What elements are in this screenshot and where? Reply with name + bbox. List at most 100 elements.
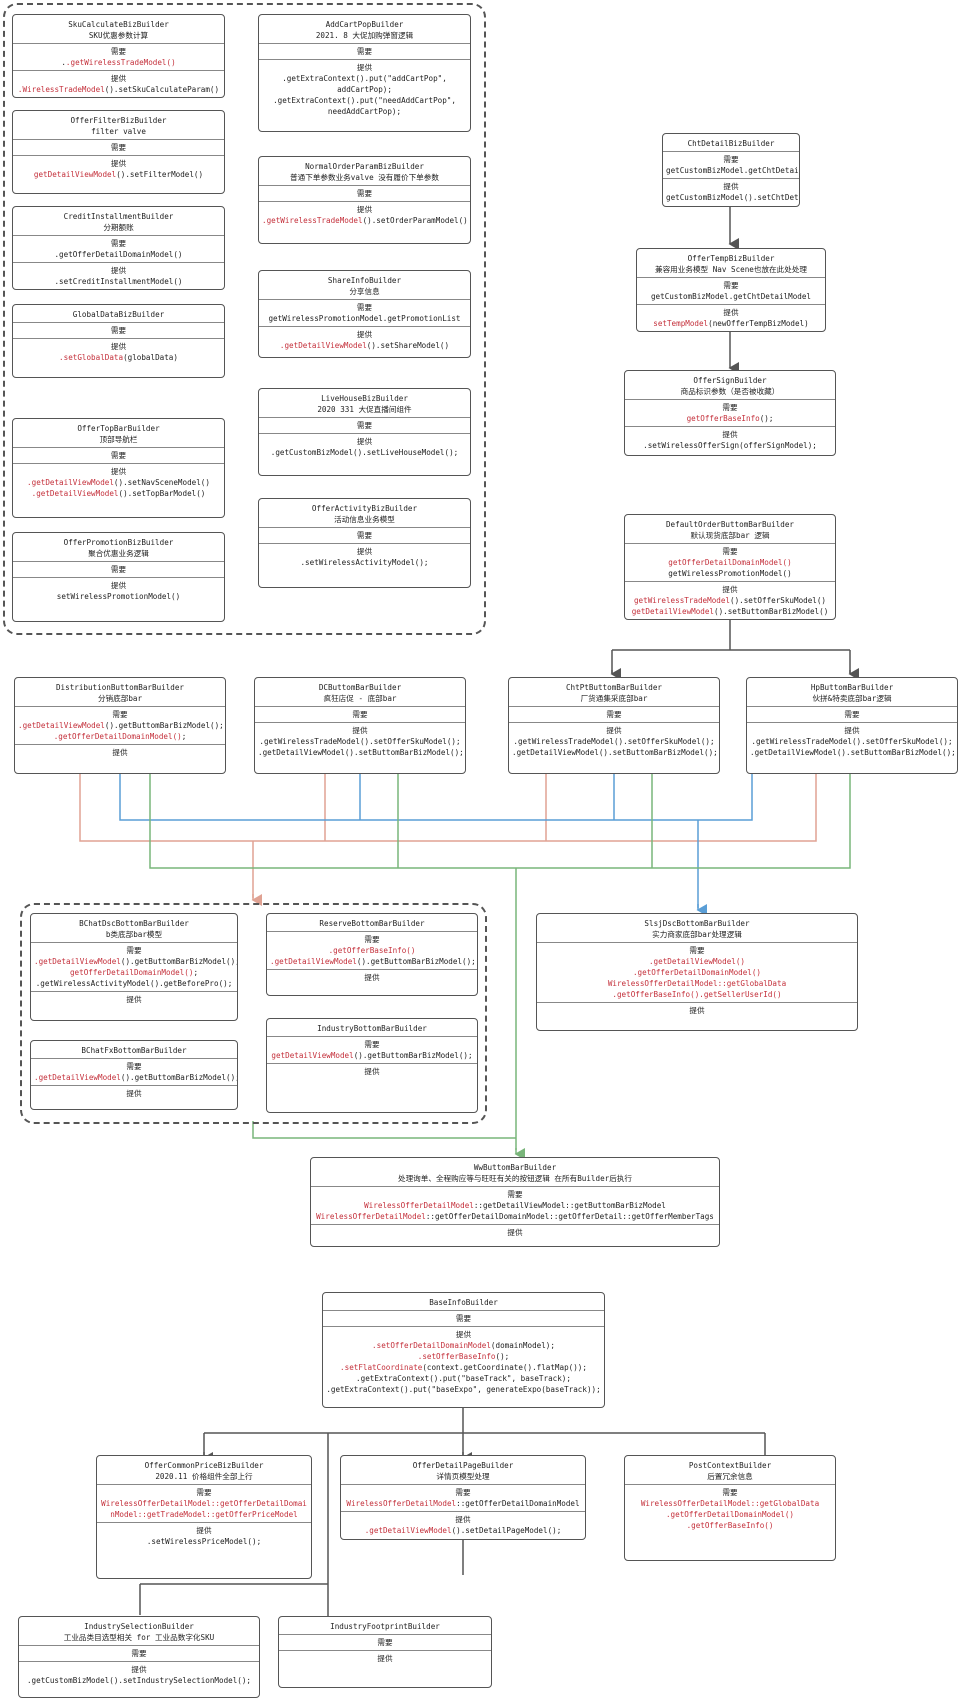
highlighted-method: getOfferDetailDomainModel(): [69, 968, 194, 977]
line-text: .getExtraContext().put("baseTrack", base…: [356, 1374, 571, 1383]
line-text: PostContextBuilder: [688, 1461, 772, 1470]
provides-section: 提供.setGlobalData(globalData): [13, 338, 224, 365]
line-text: 需要: [722, 1488, 738, 1497]
line-text: ::getOfferDetailDomainModel: [456, 1499, 580, 1508]
line-text: .getWirelessTradeModel().setOfferSkuMode…: [513, 737, 715, 746]
line-text: 需要: [507, 1190, 523, 1199]
line-text: 提供: [126, 1089, 142, 1098]
diagram-line: .setWirelessActivityModel();: [262, 557, 467, 568]
builder-name: SkuCalculateBizBuilder: [16, 19, 221, 30]
diagram-line: 提供: [628, 584, 832, 595]
line-text: 需要: [110, 451, 127, 460]
line-text: .getDetailViewModel().setButtomBarBizMod…: [750, 748, 956, 757]
line-text: .getExtraContext().put("addCartPop",: [282, 74, 447, 83]
line-text: 分销底部bar: [97, 694, 143, 703]
diagram-line: 提供: [262, 436, 467, 447]
diagram-line: 需要: [262, 420, 467, 431]
diagram-line: 需要: [16, 46, 221, 57]
provides-section: 提供.getWirelessTradeModel().setOfferSkuMo…: [255, 722, 465, 760]
line-text: 需要: [126, 946, 142, 955]
line-text: 实力商家底部bar处理逻辑: [652, 930, 742, 939]
builder-name: NormalOrderParamBizBuilder: [262, 161, 467, 172]
line-text: (context.getCoordinate().flatMap());: [422, 1363, 587, 1372]
requires-section: 需要: [13, 561, 224, 577]
line-text: 提供: [110, 467, 127, 476]
builder-name: OfferTempBizBuilder: [640, 253, 822, 264]
builder-title-section: ReserveBottomBarBuilder: [267, 914, 477, 931]
line-text: (newOfferTempBizModel): [708, 319, 809, 328]
diagram-line: .getWirelessTradeModel().setOfferSkuMode…: [750, 736, 954, 747]
line-text: 2020.11 价格组件全部上行: [155, 1472, 253, 1481]
highlighted-method: WirelessOfferDetailModel: [316, 1212, 426, 1221]
diagram-line: 提供: [750, 725, 954, 736]
diagram-line: 分销底部bar: [18, 693, 222, 704]
diagram-line: 需要: [16, 238, 221, 249]
diagram-line: .setOfferDetailDomainModel(domainModel);: [326, 1340, 601, 1351]
diagram-line: 提供: [512, 725, 716, 736]
diagram-line: 需要: [314, 1189, 716, 1200]
diagram-line: .getOfferDetailDomainModel(): [540, 967, 854, 978]
diagram-line: 需要: [628, 402, 832, 413]
provides-section: 提供: [31, 1085, 237, 1101]
line-text: 详情页模型处理: [436, 1472, 490, 1481]
diagram-line: 分期额账: [16, 222, 221, 233]
line-text: 疯狂店促 - 底部bar: [323, 694, 397, 703]
requires-section: 需要.getOfferBaseInfo().getDetailViewModel…: [267, 931, 477, 969]
diagram-line: 需要: [282, 1637, 488, 1648]
line-text: .: [61, 58, 66, 67]
line-text: getCustomBizModel.getChtDetailModel: [650, 292, 811, 301]
diagram-line: 工业品类目选型相关 for 工业品数字化SKU: [22, 1632, 256, 1643]
line-text: CreditInstallmentBuilder: [63, 212, 174, 221]
line-text: SkuCalculateBizBuilder: [68, 20, 169, 29]
line-text: 需要: [606, 710, 622, 719]
builder-title-section: ChtDetailBizBuilder: [663, 134, 799, 151]
line-text: 提供: [110, 74, 127, 83]
highlighted-method: .setOfferDetailDomainModel: [372, 1341, 491, 1350]
diagram-line: .getDetailViewModel().setButtomBarBizMod…: [512, 747, 718, 758]
requires-section: 需要.getDetailViewModel().getButtomBarBizM…: [31, 942, 237, 991]
line-text: 提供: [377, 1654, 393, 1663]
highlighted-method: getDetailViewModel: [33, 170, 117, 179]
diagram-line: .getDetailViewModel().setButtomBarBizMod…: [750, 747, 956, 758]
diagram-line: 提供: [314, 1227, 716, 1238]
line-text: filter valve: [91, 127, 146, 136]
line-text: ().getButtomBarBizModel();: [356, 957, 476, 966]
provides-section: 提供.setWirelessPriceModel();: [97, 1522, 311, 1549]
line-text: ().setButtomBarBizModel(): [714, 607, 829, 616]
line-text: ;: [193, 968, 199, 977]
diagram-line: 实力商家底部bar处理逻辑: [540, 929, 854, 940]
line-text: 伙拼&特卖底部bar逻辑: [812, 694, 892, 703]
diagram-line: .setOfferBaseInfo();: [326, 1351, 601, 1362]
highlighted-method: .getOfferBaseInfo(): [686, 1521, 774, 1530]
diagram-line: 需要: [22, 1648, 256, 1659]
line-text: 需要: [112, 710, 128, 719]
line-text: 提供: [722, 585, 738, 594]
requires-section: 需要: [13, 322, 224, 338]
diagram-line: 提供: [16, 466, 221, 477]
line-text: 需要: [356, 421, 373, 430]
diagram-line: 需要: [16, 325, 221, 336]
requires-section: 需要.getDetailViewModel().getOfferDetailDo…: [537, 942, 857, 1002]
builder-name: WwButtomBarBuilder: [314, 1162, 716, 1173]
builder-name: IndustryFootprintBuilder: [282, 1621, 488, 1632]
diagram-line: filter valve: [16, 126, 221, 137]
builder-name: GlobalDataBizBuilder: [16, 309, 221, 320]
line-text: 提供: [110, 266, 127, 275]
diagram-line: .getDetailViewModel().getButtomBarBizMod…: [34, 1072, 237, 1083]
highlighted-method: .getOfferBaseInfo(): [328, 946, 416, 955]
diagram-line: 提供: [16, 580, 221, 591]
builder-name: DefaultOrderButtomBarBuilder: [628, 519, 832, 530]
diagram-line: 需要: [18, 709, 222, 720]
